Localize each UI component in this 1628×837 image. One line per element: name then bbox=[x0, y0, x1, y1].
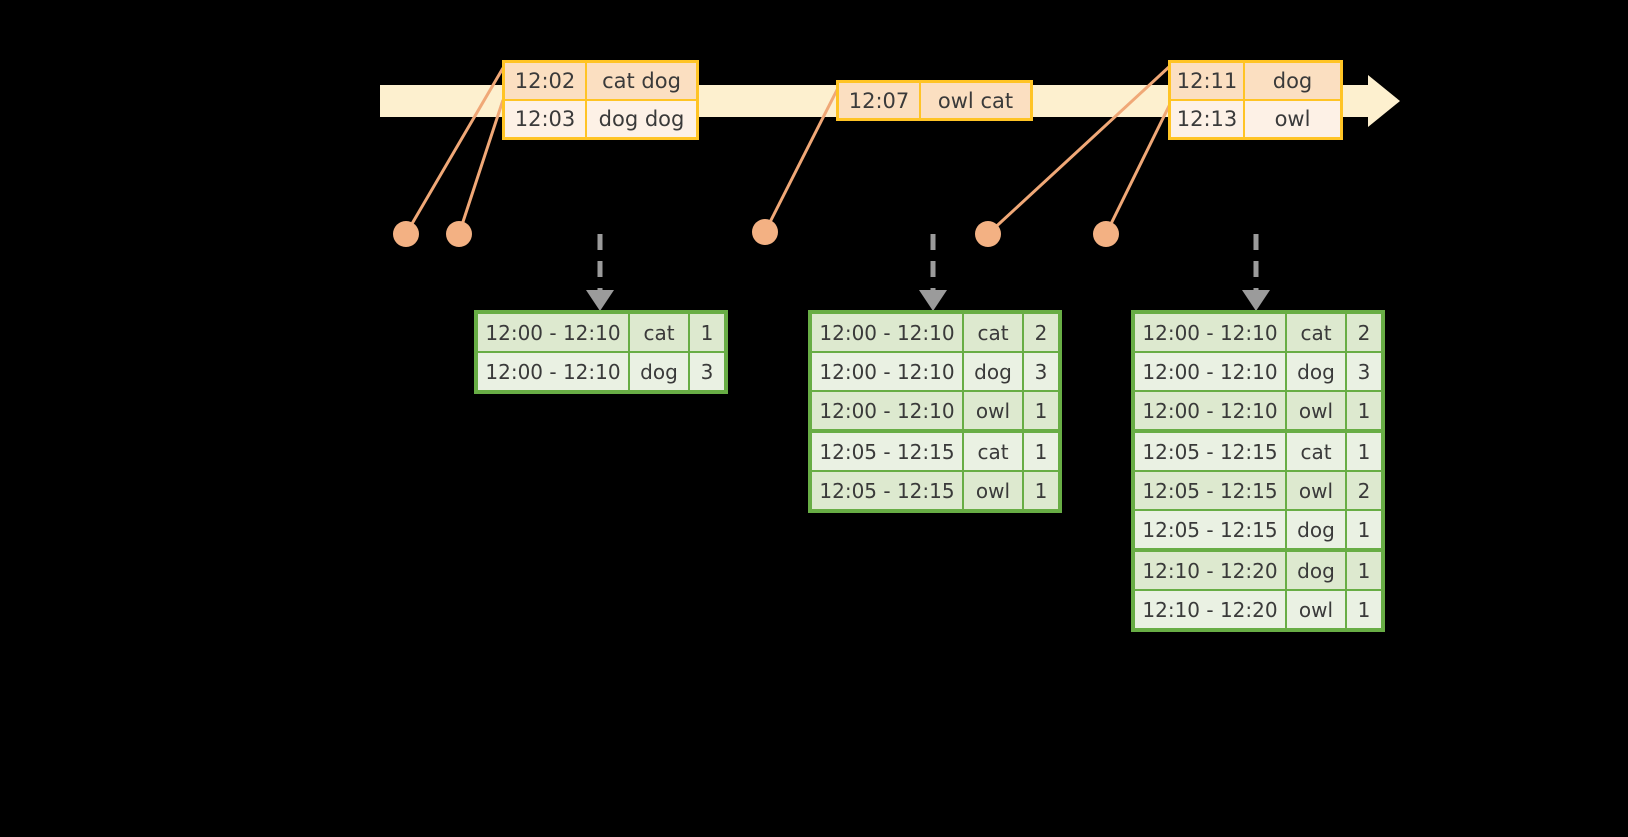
event-time: 12:02 bbox=[505, 63, 587, 99]
table-row: 12:00 - 12:10 owl 1 bbox=[1135, 392, 1381, 429]
table-row: 12:05 - 12:15 cat 1 bbox=[1135, 433, 1381, 470]
stream-dot-5 bbox=[1093, 221, 1119, 247]
table-row: 12:00 - 12:10 dog 3 bbox=[812, 353, 1058, 390]
cell-window: 12:05 - 12:15 bbox=[1135, 511, 1285, 548]
event-row: 12:13 owl bbox=[1171, 99, 1340, 137]
event-words: dog dog bbox=[598, 107, 685, 131]
cell-word: owl bbox=[964, 472, 1022, 509]
cell-count: 1 bbox=[690, 314, 724, 351]
table-row: 12:05 - 12:15 owl 1 bbox=[812, 472, 1058, 509]
cell-window: 12:05 - 12:15 bbox=[1135, 433, 1285, 470]
table-row: 12:00 - 12:10 dog 3 bbox=[478, 353, 724, 390]
event-words: owl cat bbox=[937, 88, 1014, 113]
cell-window: 12:10 - 12:20 bbox=[1135, 552, 1285, 589]
event-row: 12:03 dog dog bbox=[505, 99, 696, 137]
cell-word: owl bbox=[1287, 591, 1345, 628]
cell-count: 1 bbox=[1347, 552, 1381, 589]
cell-count: 1 bbox=[1024, 472, 1058, 509]
event-box-1[interactable]: 12:02 cat dog 12:03 dog dog bbox=[502, 60, 699, 140]
cell-count: 1 bbox=[1347, 591, 1381, 628]
result-table-1[interactable]: 12:00 - 12:10 cat 1 12:00 - 12:10 dog 3 bbox=[474, 310, 728, 394]
event-time: 12:13 bbox=[1171, 101, 1245, 137]
cell-word: cat bbox=[964, 433, 1022, 470]
cell-count: 1 bbox=[1347, 511, 1381, 548]
table-row: 12:10 - 12:20 owl 1 bbox=[1135, 591, 1381, 628]
stream-dot-1 bbox=[393, 221, 419, 247]
table-row: 12:05 - 12:15 dog 1 bbox=[1135, 511, 1381, 548]
stream-dot-3 bbox=[752, 219, 778, 245]
cell-word: owl bbox=[1287, 392, 1345, 429]
event-time: 12:11 bbox=[1171, 63, 1245, 99]
table-row: 12:00 - 12:10 cat 1 bbox=[478, 314, 724, 351]
cell-window: 12:10 - 12:20 bbox=[1135, 591, 1285, 628]
cell-word: dog bbox=[630, 353, 688, 390]
stream-dot-2 bbox=[446, 221, 472, 247]
cell-word: owl bbox=[964, 392, 1022, 429]
cell-window: 12:00 - 12:10 bbox=[812, 314, 962, 351]
cell-window: 12:00 - 12:10 bbox=[478, 314, 628, 351]
event-words: owl bbox=[1274, 107, 1311, 131]
event-row: 12:07 owl cat bbox=[839, 83, 1030, 118]
table-row: 12:05 - 12:15 owl 2 bbox=[1135, 472, 1381, 509]
cell-window: 12:00 - 12:10 bbox=[1135, 353, 1285, 390]
event-row: 12:02 cat dog bbox=[505, 63, 696, 99]
table-row: 12:00 - 12:10 owl 1 bbox=[812, 392, 1058, 429]
cell-count: 3 bbox=[1024, 353, 1058, 390]
cell-count: 1 bbox=[1024, 433, 1058, 470]
cell-count: 3 bbox=[1347, 353, 1381, 390]
cell-count: 1 bbox=[1347, 433, 1381, 470]
result-table-2[interactable]: 12:00 - 12:10 cat 2 12:00 - 12:10 dog 3 … bbox=[808, 310, 1062, 513]
cell-window: 12:00 - 12:10 bbox=[1135, 392, 1285, 429]
window-group-separator bbox=[1135, 548, 1381, 552]
cell-window: 12:05 - 12:15 bbox=[1135, 472, 1285, 509]
cell-count: 2 bbox=[1347, 472, 1381, 509]
event-time: 12:07 bbox=[839, 83, 921, 118]
cell-window: 12:00 - 12:10 bbox=[812, 392, 962, 429]
cell-window: 12:00 - 12:10 bbox=[1135, 314, 1285, 351]
cell-count: 2 bbox=[1347, 314, 1381, 351]
cell-window: 12:05 - 12:15 bbox=[812, 472, 962, 509]
cell-count: 1 bbox=[1347, 392, 1381, 429]
cell-word: dog bbox=[1287, 552, 1345, 589]
cell-word: dog bbox=[1287, 511, 1345, 548]
table-row: 12:00 - 12:10 cat 2 bbox=[812, 314, 1058, 351]
cell-window: 12:00 - 12:10 bbox=[812, 353, 962, 390]
cell-word: owl bbox=[1287, 472, 1345, 509]
cell-window: 12:05 - 12:15 bbox=[812, 433, 962, 470]
cell-word: cat bbox=[1287, 433, 1345, 470]
event-box-3[interactable]: 12:11 dog 12:13 owl bbox=[1168, 60, 1343, 140]
cell-word: cat bbox=[1287, 314, 1345, 351]
cell-count: 1 bbox=[1024, 392, 1058, 429]
table-row: 12:05 - 12:15 cat 1 bbox=[812, 433, 1058, 470]
event-row: 12:11 dog bbox=[1171, 63, 1340, 99]
window-group-separator bbox=[1135, 429, 1381, 433]
cell-word: dog bbox=[1287, 353, 1345, 390]
cell-window: 12:00 - 12:10 bbox=[478, 353, 628, 390]
cell-word: dog bbox=[964, 353, 1022, 390]
event-box-2[interactable]: 12:07 owl cat bbox=[836, 80, 1033, 121]
cell-count: 3 bbox=[690, 353, 724, 390]
event-time: 12:03 bbox=[505, 101, 587, 137]
stream-dot-4 bbox=[975, 221, 1001, 247]
cell-count: 2 bbox=[1024, 314, 1058, 351]
table-row: 12:00 - 12:10 cat 2 bbox=[1135, 314, 1381, 351]
cell-word: cat bbox=[630, 314, 688, 351]
table-row: 12:00 - 12:10 dog 3 bbox=[1135, 353, 1381, 390]
table-row: 12:10 - 12:20 dog 1 bbox=[1135, 552, 1381, 589]
event-words: dog bbox=[1272, 69, 1313, 93]
cell-word: cat bbox=[964, 314, 1022, 351]
event-words: cat dog bbox=[602, 69, 681, 93]
window-group-separator bbox=[812, 429, 1058, 433]
timeline-arrowhead bbox=[1368, 75, 1400, 127]
result-table-3[interactable]: 12:00 - 12:10 cat 2 12:00 - 12:10 dog 3 … bbox=[1131, 310, 1385, 632]
